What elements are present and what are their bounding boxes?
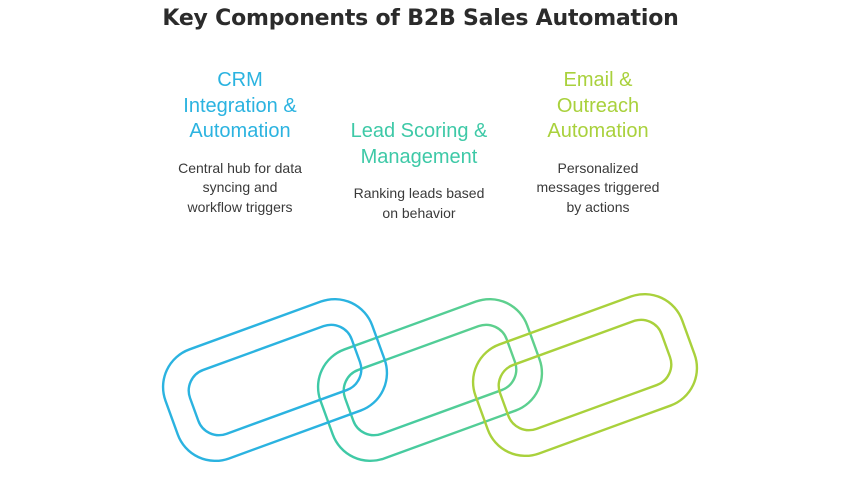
component-description: Ranking leads based on behavior (353, 185, 485, 221)
component-heading: Lead Scoring & Management (350, 120, 488, 168)
component-description: Central hub for data syncing and workflo… (178, 159, 302, 215)
diagram-title: Key Components of B2B Sales Automation (162, 6, 679, 31)
component-lead-scoring: Lead Scoring & Management Ranking leads … (319, 119, 519, 223)
chain-link-icon (161, 297, 389, 463)
chain-link-icon (471, 292, 699, 458)
component-heading: CRM Integration & Automation (183, 69, 297, 142)
component-crm-integration: CRM Integration & Automation Central hub… (140, 68, 340, 217)
component-description: Personalized messages triggered by actio… (536, 159, 660, 215)
component-email-outreach: Email & Outreach Automation Personalized… (498, 68, 698, 217)
chain-link-icon (316, 297, 544, 463)
component-heading: Email & Outreach Automation (547, 69, 649, 142)
